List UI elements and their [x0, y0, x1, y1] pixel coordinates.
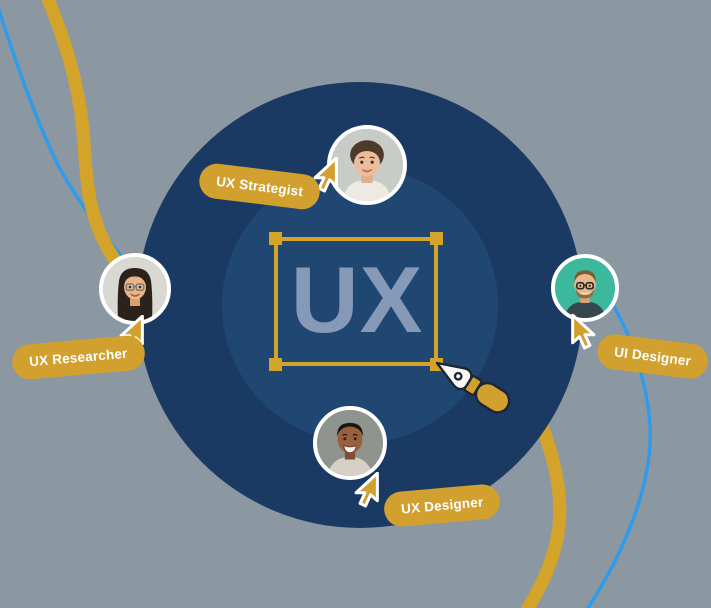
avatar-face: [555, 258, 615, 318]
gold-curve-right-icon: [520, 409, 567, 608]
avatar-face: [317, 410, 383, 476]
cursor-icon: [354, 472, 379, 508]
avatar-ui-designer: [551, 254, 619, 322]
selection-box[interactable]: [269, 232, 443, 371]
avatar-face: [331, 129, 403, 201]
blue-curve-right-icon: [585, 280, 653, 608]
avatar-ux-researcher: [99, 253, 171, 325]
pen-tool-icon: [435, 361, 511, 414]
cursor-icon: [571, 314, 596, 350]
gold-curve-left-icon: [41, 0, 143, 293]
avatar-ux-strategist: [327, 125, 407, 205]
avatar-ux-designer: [313, 406, 387, 480]
avatar-face: [103, 257, 167, 321]
selection-handle-top-right[interactable]: [430, 232, 443, 245]
cursor-icon: [313, 157, 338, 193]
selection-handle-bottom-left[interactable]: [269, 358, 282, 371]
inner-circle: [222, 167, 498, 443]
ux-logo-text: UX: [290, 247, 424, 353]
selection-handle-top-left[interactable]: [269, 232, 282, 245]
